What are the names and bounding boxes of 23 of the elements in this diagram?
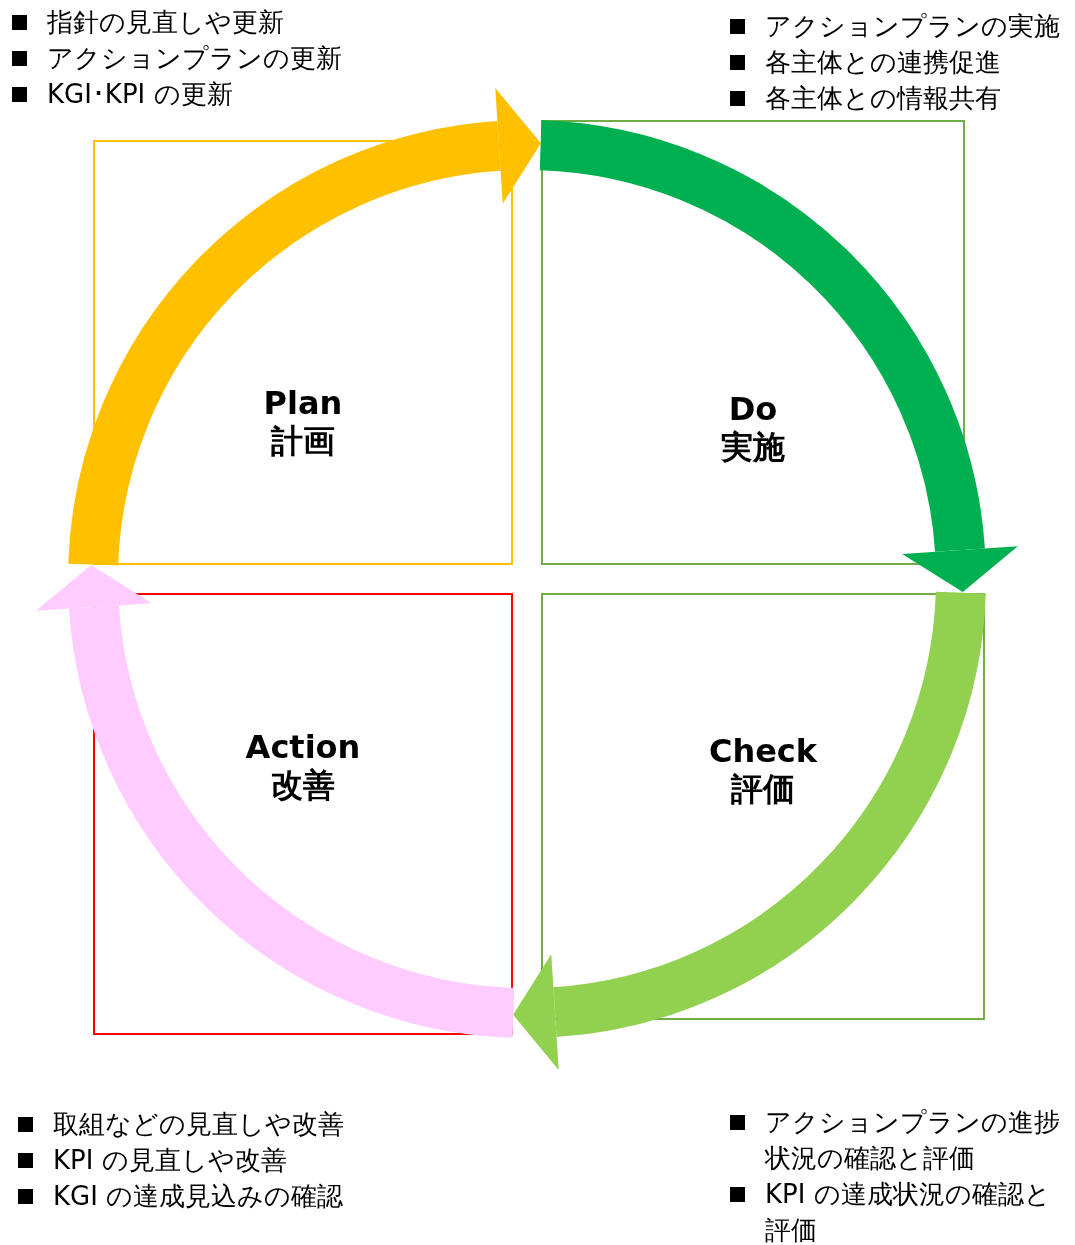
bullet-text: アクションプランの更新 bbox=[47, 42, 342, 75]
bullet-text: KGI･KPI の更新 bbox=[47, 78, 233, 111]
bullet-text: アクションプランの進捗状況の確認と評価 bbox=[765, 1106, 1061, 1175]
cycle-arrow bbox=[513, 590, 986, 1070]
bullet-text: 指針の見直しや更新 bbox=[47, 6, 284, 39]
bullet-text: 取組などの見直しや改善 bbox=[53, 1108, 344, 1141]
phase-label: 実施 bbox=[721, 428, 785, 466]
bullet-text: 各主体との連携促進 bbox=[765, 46, 1001, 79]
cycle-arrow bbox=[68, 88, 541, 567]
bullet-text: KGI の達成見込みの確認 bbox=[53, 1180, 344, 1213]
phase-label: 改善 bbox=[271, 766, 335, 804]
phase-label: Check bbox=[708, 732, 818, 770]
phase-label: 計画 bbox=[271, 422, 335, 460]
phase-label: Plan bbox=[263, 384, 343, 422]
bullet-text: KPI の達成状況の確認と評価 bbox=[765, 1178, 1052, 1245]
cycle-arrow bbox=[538, 120, 1018, 592]
phase-label: Action bbox=[245, 728, 361, 766]
bullet-text: 各主体との情報共有 bbox=[765, 82, 1001, 115]
phase-label: Do bbox=[728, 390, 778, 428]
cycle-arrow bbox=[36, 565, 516, 1038]
bullet-text: KPI の見直しや改善 bbox=[53, 1144, 287, 1177]
phase-label: 評価 bbox=[731, 770, 795, 808]
bullet-text: アクションプランの実施 bbox=[765, 10, 1060, 43]
